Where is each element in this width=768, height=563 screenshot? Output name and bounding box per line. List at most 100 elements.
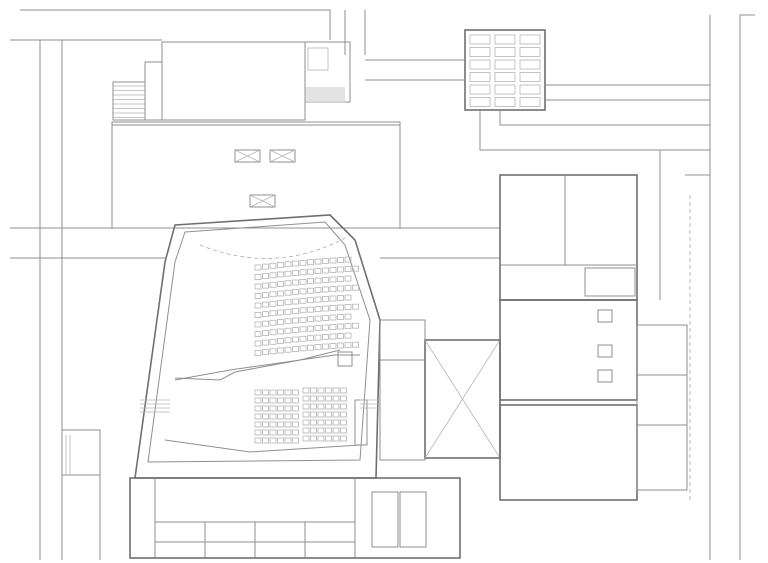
- seat: [344, 285, 352, 291]
- seat: [292, 279, 299, 286]
- seat: [325, 427, 332, 434]
- seat: [292, 429, 299, 436]
- seat: [317, 419, 325, 426]
- seat: [292, 397, 299, 404]
- bottom-wing: [129, 477, 461, 559]
- seat: [317, 387, 325, 394]
- seat: [302, 403, 310, 410]
- grid-cell: [519, 59, 541, 70]
- seat: [314, 325, 322, 331]
- seat: [292, 421, 299, 428]
- seat: [254, 389, 262, 396]
- seat: [307, 297, 314, 304]
- seat: [292, 336, 299, 343]
- seat: [284, 421, 292, 428]
- seat: [277, 429, 284, 436]
- seat: [284, 346, 292, 353]
- seat: [332, 419, 340, 426]
- seat: [332, 395, 340, 402]
- seat: [307, 306, 314, 313]
- seat: [344, 304, 352, 310]
- seat: [277, 300, 284, 306]
- seat: [322, 267, 329, 274]
- seat: [284, 261, 292, 268]
- seat: [262, 330, 269, 337]
- seat: [332, 387, 340, 394]
- seat: [325, 387, 332, 394]
- seat: [332, 411, 340, 418]
- side-stairs: [140, 399, 380, 413]
- seat: [277, 437, 284, 444]
- seat: [292, 346, 299, 352]
- seat: [322, 277, 329, 283]
- seat: [269, 405, 277, 412]
- seat-row: [254, 403, 347, 412]
- seat: [269, 310, 277, 317]
- seat: [302, 411, 310, 418]
- seat: [269, 262, 277, 269]
- seat: [329, 276, 337, 283]
- seat: [317, 403, 325, 410]
- seat-row: [254, 395, 347, 404]
- seat: [269, 272, 277, 279]
- seat: [307, 325, 314, 332]
- seat: [325, 395, 332, 402]
- seat: [317, 435, 325, 442]
- seat: [284, 389, 292, 396]
- seat: [262, 429, 269, 436]
- seat: [337, 257, 344, 263]
- seat: [340, 403, 347, 410]
- seat: [310, 419, 317, 426]
- seat: [340, 387, 347, 394]
- seat: [352, 341, 359, 348]
- seat: [299, 307, 307, 314]
- seat: [292, 405, 299, 412]
- seat: [284, 299, 292, 306]
- seat: [262, 282, 269, 289]
- seat: [325, 419, 332, 426]
- seat: [254, 283, 262, 290]
- seat: [337, 276, 344, 282]
- seat: [299, 326, 307, 333]
- seat: [277, 421, 284, 428]
- seat: [337, 314, 344, 320]
- seat: [269, 389, 277, 396]
- seat: [277, 328, 284, 335]
- seat: [277, 262, 284, 268]
- seat: [352, 284, 359, 291]
- seat: [292, 437, 299, 444]
- seat: [262, 405, 269, 412]
- seat: [302, 387, 310, 394]
- seat: [332, 435, 340, 442]
- seat: [284, 280, 292, 287]
- seat: [254, 413, 262, 420]
- seat: [254, 429, 262, 436]
- seat: [299, 288, 307, 295]
- east-building: [499, 174, 688, 501]
- seat: [340, 395, 347, 402]
- seat: [329, 314, 337, 321]
- seat: [277, 319, 284, 325]
- site-boundary-lines: [10, 9, 500, 560]
- seat: [254, 331, 262, 337]
- seat: [337, 285, 344, 292]
- seat: [284, 337, 292, 344]
- grid-cell: [469, 47, 491, 57]
- seat: [310, 435, 317, 442]
- grid-cell: [519, 84, 541, 95]
- seat: [322, 324, 329, 331]
- seat: [344, 332, 352, 339]
- seat: [307, 287, 314, 294]
- seat-row: [254, 411, 347, 420]
- seat: [262, 311, 269, 318]
- grid-canopy: [464, 29, 546, 111]
- seat: [269, 338, 277, 345]
- seat-row: [254, 322, 359, 337]
- seat: [254, 302, 262, 309]
- seating: [254, 256, 359, 444]
- seat: [277, 413, 284, 420]
- seat-row: [254, 427, 347, 436]
- seat-row: [254, 303, 359, 318]
- seat: [307, 259, 314, 266]
- seat: [262, 339, 269, 346]
